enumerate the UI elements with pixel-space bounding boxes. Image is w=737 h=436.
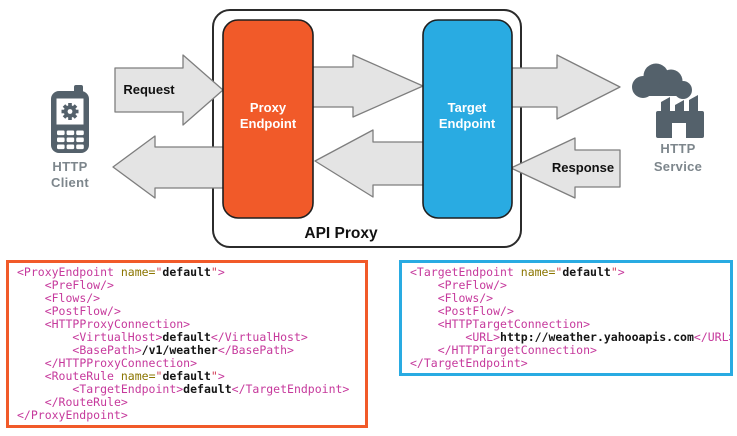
code-line: <Flows/> [437,291,494,305]
api-proxy-label: API Proxy [304,225,378,242]
target-to-service-arrow [507,54,621,120]
gear-icon [61,103,79,120]
proxy-endpoint-code: <ProxyEndpoint name="default"> <PreFlow/… [17,266,357,422]
code-line: <BasePath>/v1/weather</BasePath> [72,343,294,357]
code-line: <TargetEndpoint>default</TargetEndpoint> [72,382,350,396]
proxy-endpoint-box [222,19,314,219]
code-line: </RouteRule> [44,395,128,409]
code-line: <PreFlow/> [44,278,114,292]
http-client-label-1: HTTP [52,159,87,174]
proxy-endpoint-label-2: Endpoint [240,116,297,131]
response-label: Response [552,160,614,175]
response-arrow [510,137,621,199]
proxy-to-target-arrow [307,54,424,118]
code-line: <RouteRule name="default"> [44,369,225,383]
code-line: <HTTPTargetConnection> [437,317,591,331]
target-endpoint-code-block: <TargetEndpoint name="default"> <PreFlow… [399,260,733,376]
code-line: <Flows/> [44,291,101,305]
http-client-phone-icon [51,85,89,153]
http-service-label-1: HTTP [660,141,695,156]
target-endpoint-label-2: Endpoint [439,116,496,131]
code-line: </TargetEndpoint> [410,356,528,370]
http-service-factory-icon [632,63,704,138]
http-service-label-2: Service [654,159,702,174]
proxy-endpoint-code-block: <ProxyEndpoint name="default"> <PreFlow/… [6,260,368,428]
flow-diagram: Request Response Proxy Endpoint Target E… [51,9,704,248]
target-to-proxy-arrow [314,129,431,198]
code-line: <VirtualHost>default</VirtualHost> [72,330,308,344]
http-client-label-2: Client [51,175,89,190]
code-line: <ProxyEndpoint name="default"> [17,265,225,279]
code-line: <HTTPProxyConnection> [44,317,191,331]
code-line: </HTTPProxyConnection> [44,356,198,370]
target-endpoint-box [422,19,513,219]
cloud-icon [632,63,692,99]
proxy-endpoint-label-1: Proxy [250,100,287,115]
code-line: <URL>http://weather.yahooapis.com</URL> [465,330,733,344]
target-endpoint-code: <TargetEndpoint name="default"> <PreFlow… [410,265,733,370]
code-line: <PreFlow/> [437,278,507,292]
code-line: <TargetEndpoint name="default"> [410,265,625,279]
code-line: <PostFlow/> [44,304,121,318]
target-endpoint-label-1: Target [448,100,487,115]
request-label: Request [123,82,175,97]
request-arrow [114,54,224,126]
phone-keypad [57,130,84,150]
code-line: <PostFlow/> [437,304,514,318]
code-line: </HTTPTargetConnection> [437,343,597,357]
code-line: </ProxyEndpoint> [17,408,128,422]
